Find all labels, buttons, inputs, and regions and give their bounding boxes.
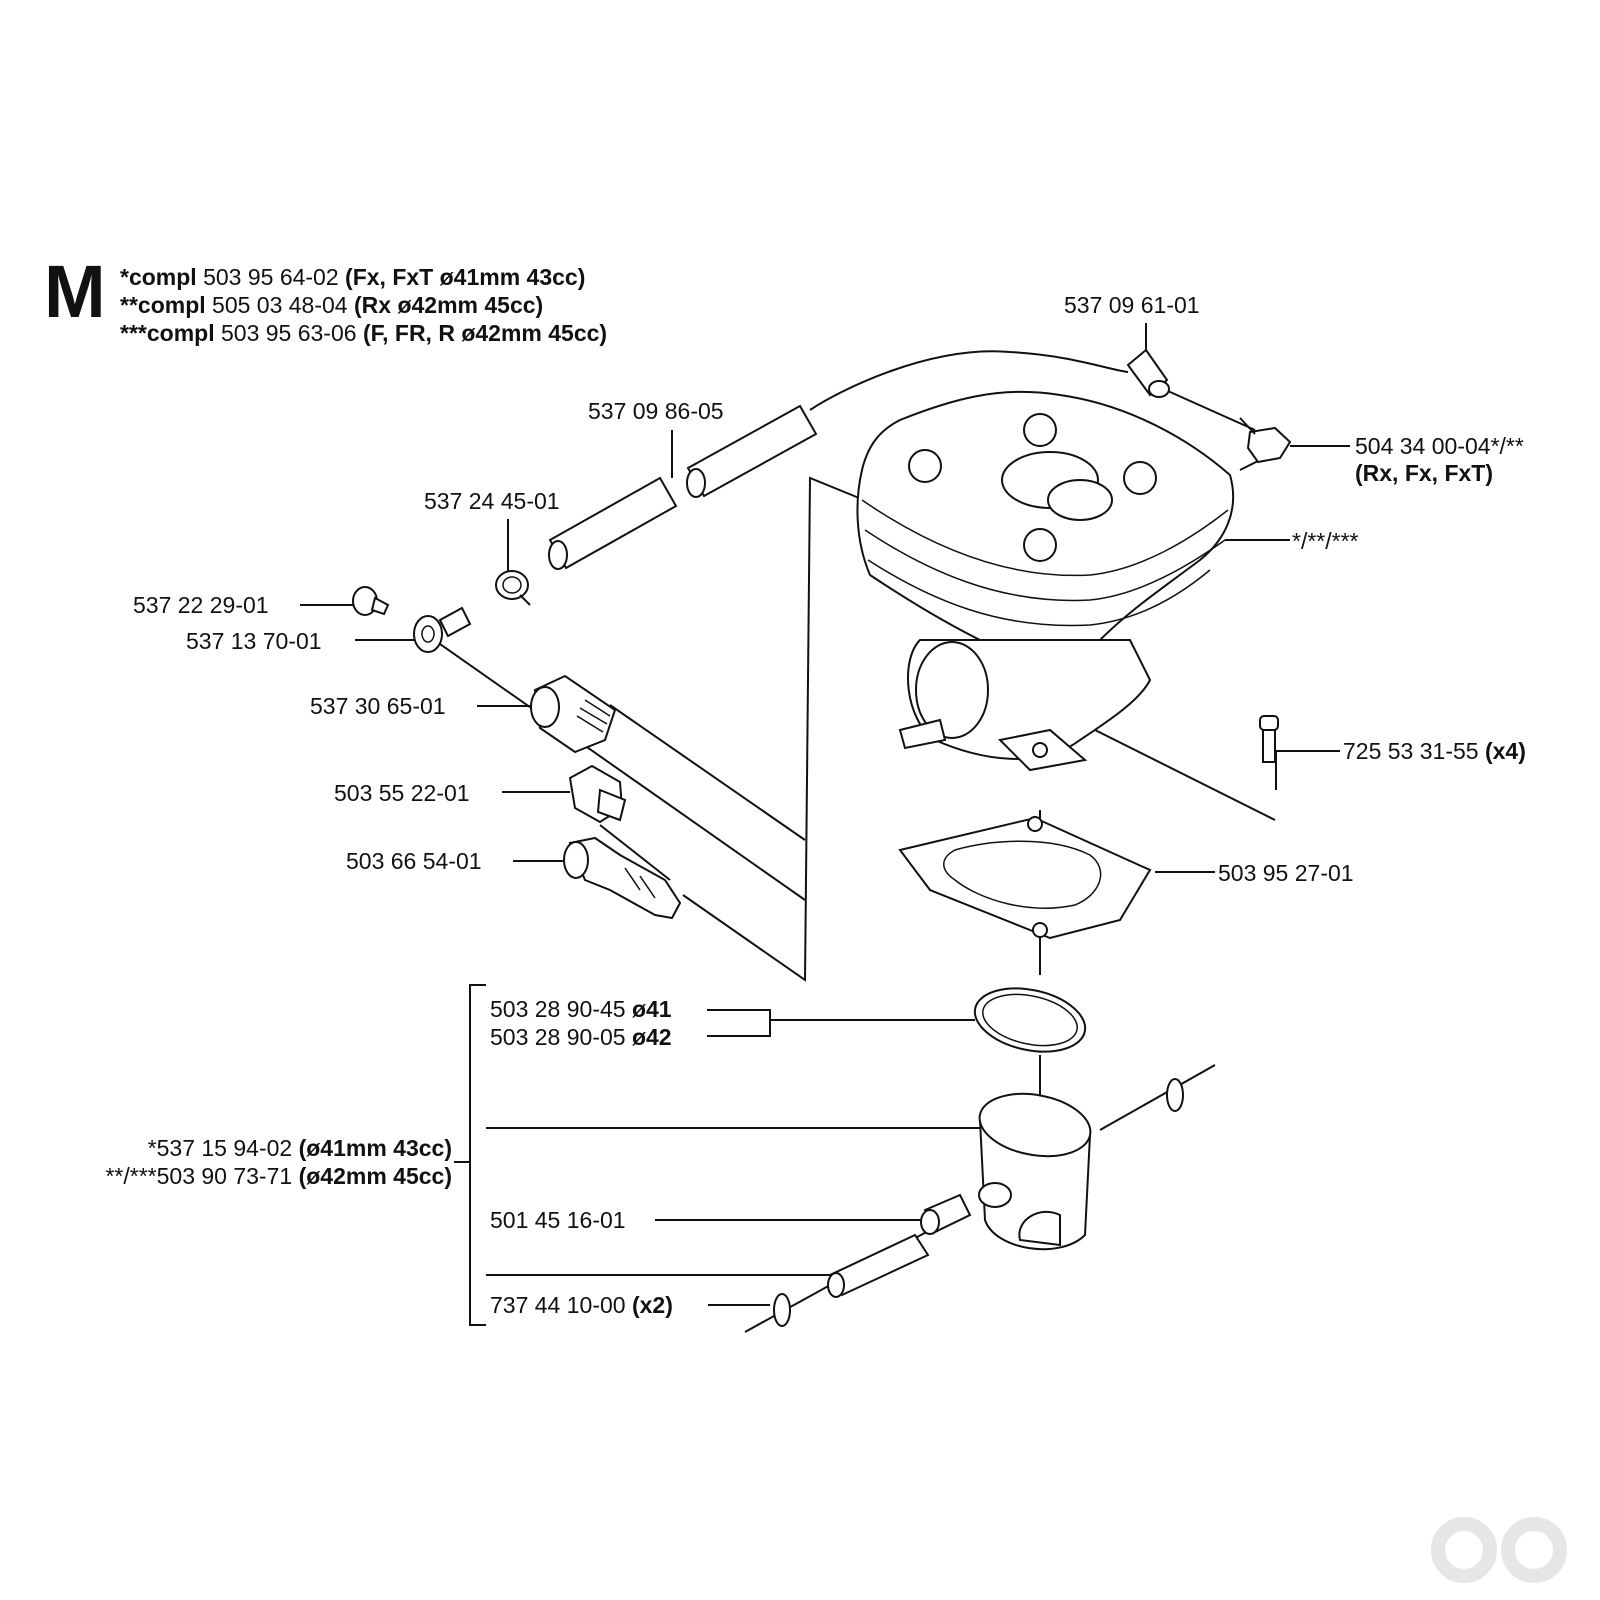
label-537-15-94-02: *537 15 94-02 (ø41mm 43cc) (147, 1135, 452, 1161)
label-503-66-54-01: 503 66 54-01 (346, 848, 482, 874)
label-537-30-65-01: 537 30 65-01 (310, 693, 446, 719)
part-537-24-45-01-shape (495, 570, 531, 606)
label-504-34-00-04: 504 34 00-04*/**(Rx, Fx, FxT) (1355, 433, 1524, 486)
part-gudgeon-pin-shape (827, 1233, 930, 1298)
label-537-13-70-01: 537 13 70-01 (186, 628, 322, 654)
label-725-53-31-55: 725 53 31-55 (x4) (1343, 738, 1526, 764)
compl-row-1: *compl 503 95 64-02 (Fx, FxT ø41mm 43cc) (120, 264, 586, 290)
part-537-30-65-01-shape (530, 674, 617, 754)
piston-shape (978, 1092, 1092, 1251)
part-537-13-70-01-shape (413, 606, 472, 653)
label-537-09-61-01: 537 09 61-01 (1064, 292, 1200, 318)
label-cylinder-compl: */**/*** (1292, 528, 1359, 554)
label-737-44-10-00: 737 44 10-00 (x2) (490, 1292, 673, 1318)
label-503-90-73-71: **/***503 90 73-71 (ø42mm 45cc) (105, 1163, 452, 1189)
part-725-53-31-55-shape (1259, 715, 1279, 763)
gasket-shape (898, 816, 1152, 940)
part-501-45-16-01-shape (920, 1193, 972, 1235)
label-503-28-90-05: 503 28 90-05 ø42 (490, 1024, 672, 1050)
compl-row-2: **compl 505 03 48-04 (Rx ø42mm 45cc) (120, 292, 544, 318)
compl-list: *compl 503 95 64-02 (Fx, FxT ø41mm 43cc)… (120, 263, 607, 347)
piston-ring-shape (973, 987, 1087, 1053)
label-503-95-27-01: 503 95 27-01 (1218, 860, 1354, 886)
part-537-09-86-05-shape (548, 404, 818, 570)
part-503-66-54-01-shape (563, 836, 682, 920)
label-537-24-45-01: 537 24 45-01 (424, 488, 560, 514)
section-letter: M (44, 250, 106, 333)
cylinder-shape (856, 390, 1235, 772)
label-537-22-29-01: 537 22 29-01 (133, 592, 269, 618)
part-504-34-00-04-shape (1239, 417, 1292, 464)
part-503-55-22-01-shape (568, 764, 627, 824)
label-503-55-22-01: 503 55 22-01 (334, 780, 470, 806)
part-737-44-10-00-shape (773, 1078, 1184, 1327)
part-537-22-29-01-shape (352, 586, 390, 616)
brand-logo-icon (1431, 1517, 1567, 1583)
compl-row-3: ***compl 503 95 63-06 (F, FR, R ø42mm 45… (120, 320, 608, 346)
label-537-09-86-05: 537 09 86-05 (588, 398, 724, 424)
label-501-45-16-01: 501 45 16-01 (490, 1207, 626, 1233)
part-537-09-61-01-shape (1126, 348, 1170, 398)
label-503-28-90-45: 503 28 90-45 ø41 (490, 996, 672, 1022)
leader-lines (300, 323, 1350, 1333)
